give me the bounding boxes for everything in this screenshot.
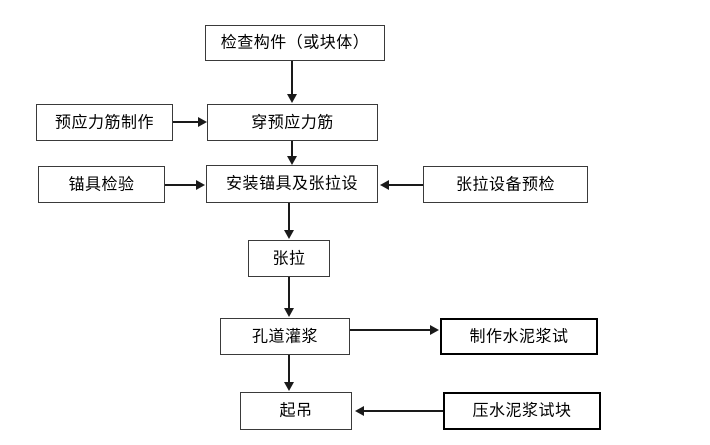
node-label: 张拉设备预检 xyxy=(455,174,555,193)
edge-grouting-to-specimen-arrowhead xyxy=(430,325,439,335)
edge-precheck-to-install-arrowhead xyxy=(380,180,389,190)
node-label: 张拉 xyxy=(272,248,306,267)
edge-cube-to-hoisting-line xyxy=(363,410,443,412)
node-tensioning-equipment-precheck[interactable]: 张拉设备预检 xyxy=(423,166,588,203)
edge-grouting-to-hoisting-arrowhead xyxy=(284,382,294,391)
edge-thread-to-install-line xyxy=(291,141,293,157)
edge-anchorage-to-install-line xyxy=(165,184,197,186)
node-label: 安装锚具及张拉设 xyxy=(225,173,358,193)
edge-precheck-to-install-line xyxy=(389,184,423,186)
node-prestress-tendon-fabrication[interactable]: 预应力筋制作 xyxy=(36,104,173,141)
edge-grouting-to-specimen-line xyxy=(350,329,432,331)
node-anchorage-inspection[interactable]: 锚具检验 xyxy=(38,166,165,203)
edge-tensioning-to-grouting-arrowhead xyxy=(284,308,294,317)
node-label: 检查构件（或块体） xyxy=(220,32,370,52)
edge-thread-to-install-arrowhead xyxy=(287,156,297,165)
node-label: 锚具检验 xyxy=(68,174,135,193)
node-label: 制作水泥浆试 xyxy=(469,326,569,345)
node-thread-prestress-tendon[interactable]: 穿预应力筋 xyxy=(207,104,378,141)
edge-install-to-tensioning-arrowhead xyxy=(284,230,294,239)
edge-install-to-tensioning-line xyxy=(288,203,290,231)
node-install-anchorage-and-jack[interactable]: 安装锚具及张拉设 xyxy=(206,165,378,203)
edge-fabrication-to-thread-arrowhead xyxy=(198,117,207,127)
node-label: 预应力筋制作 xyxy=(54,112,154,131)
edge-fabrication-to-thread-line xyxy=(173,121,199,123)
edge-grouting-to-hoisting-line xyxy=(288,355,290,383)
edge-inspect-to-thread-line xyxy=(291,61,293,95)
node-press-cement-grout-cube[interactable]: 压水泥浆试块 xyxy=(443,392,601,430)
edge-inspect-to-thread-arrowhead xyxy=(287,94,297,103)
edge-anchorage-to-install-arrowhead xyxy=(196,180,205,190)
node-inspect-member[interactable]: 检查构件（或块体） xyxy=(205,25,385,61)
node-label: 起吊 xyxy=(279,400,313,420)
node-label: 孔道灌浆 xyxy=(251,326,318,345)
node-tensioning[interactable]: 张拉 xyxy=(248,240,330,277)
node-make-cement-grout-specimen[interactable]: 制作水泥浆试 xyxy=(440,318,598,355)
edge-tensioning-to-grouting-line xyxy=(288,277,290,309)
node-duct-grouting[interactable]: 孔道灌浆 xyxy=(220,318,350,355)
node-hoisting[interactable]: 起吊 xyxy=(240,392,352,430)
edge-cube-to-hoisting-arrowhead xyxy=(355,406,364,416)
node-label: 穿预应力筋 xyxy=(251,112,334,131)
node-label: 压水泥浆试块 xyxy=(472,400,572,420)
